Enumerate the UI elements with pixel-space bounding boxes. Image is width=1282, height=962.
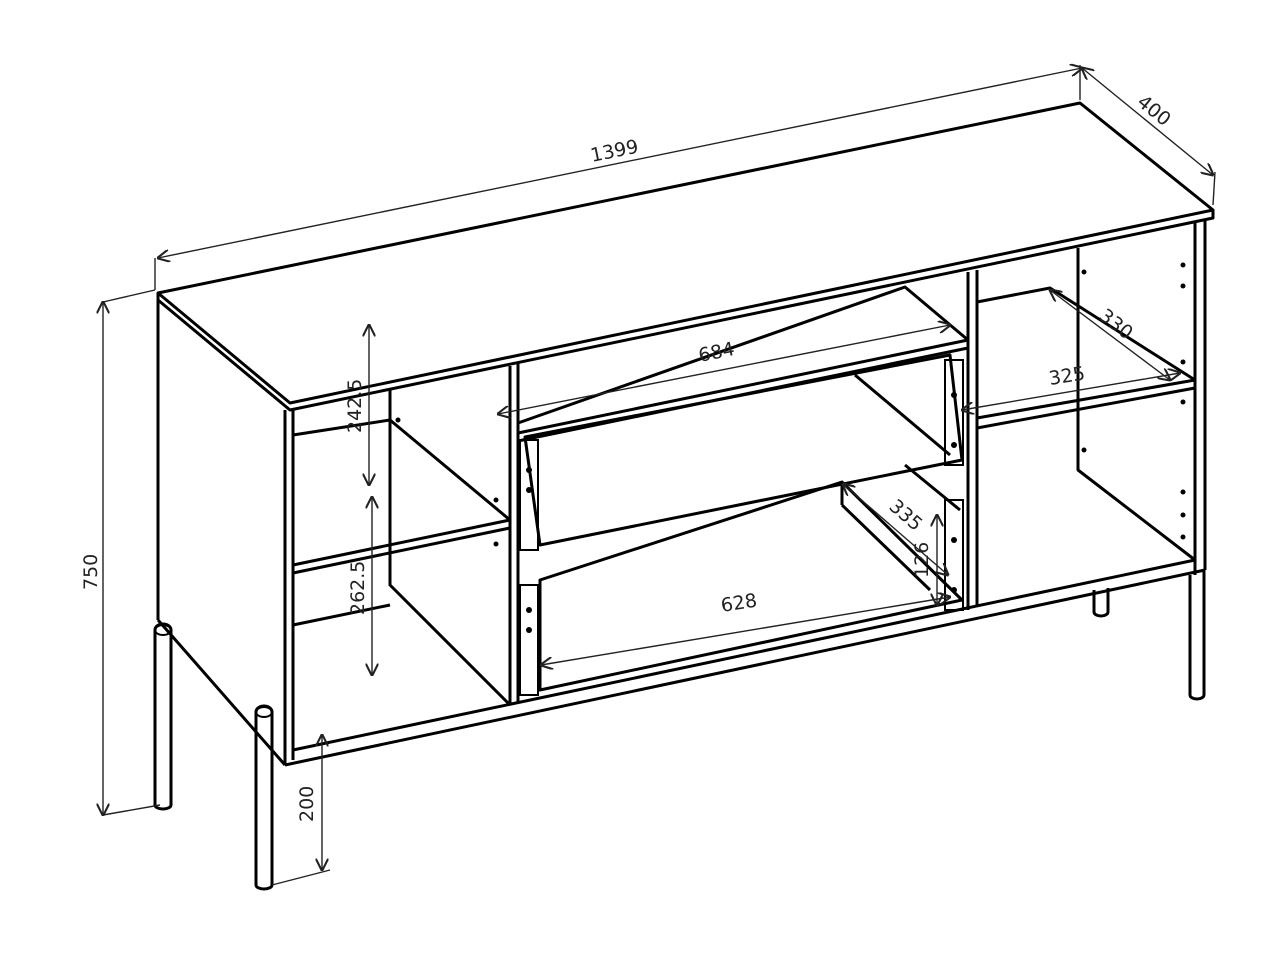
right-shelves [975,262,1197,540]
label-left-lower: 262.5 [347,561,369,615]
left-shelves [291,417,512,627]
label-height: 750 [80,554,102,590]
legs [153,570,1206,891]
dimension-lines [103,65,1216,886]
label-left-upper: 242.5 [344,379,366,433]
dimension-labels: 1399 400 750 200 242.5 262.5 684 628 335… [80,91,1175,822]
label-width: 1399 [589,136,641,167]
label-drawer-height: 126 [911,542,933,578]
label-depth: 400 [1133,91,1175,131]
label-right-width: 325 [1047,363,1086,390]
label-drawer-width: 628 [719,590,758,617]
label-leg-height: 200 [296,786,318,822]
label-middle-width: 684 [697,338,737,367]
cabinet-body [156,220,1207,767]
